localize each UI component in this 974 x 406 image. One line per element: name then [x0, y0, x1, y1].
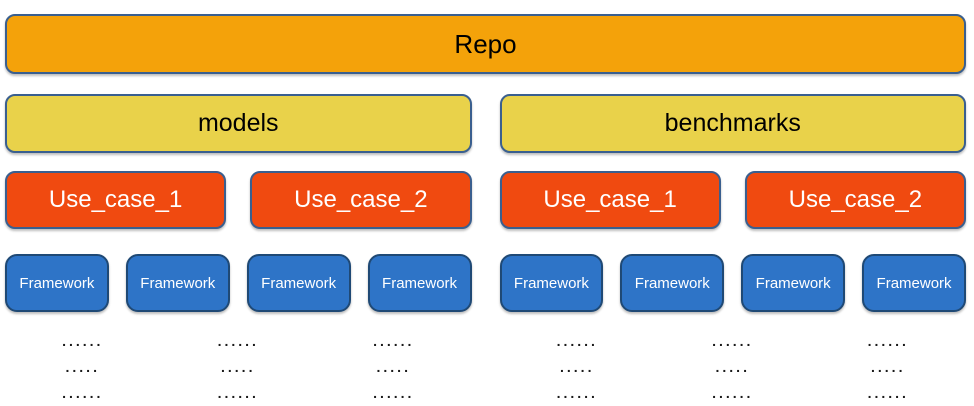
benchmarks-usecase-2-label: Use_case_2: [788, 186, 923, 213]
benchmarks-usecase-1-node: Use_case_1: [499, 171, 721, 229]
models-node-label: models: [197, 109, 279, 137]
repo-node-label: Repo: [454, 28, 517, 59]
benchmarks-node-label: benchmarks: [664, 109, 801, 137]
ellipsis-line: .....: [560, 359, 595, 375]
repo-node: Repo: [5, 14, 966, 74]
framework-label: Framework: [513, 274, 589, 292]
ellipsis-line: .....: [871, 359, 906, 375]
ellipsis-column: ...... ..... ......: [161, 328, 317, 406]
framework-node: Framework: [125, 254, 230, 312]
ellipsis-line: ......: [712, 385, 754, 401]
framework-node: Framework: [367, 254, 472, 312]
framework-label: Framework: [876, 274, 952, 292]
framework-label: Framework: [382, 274, 458, 292]
branches-container: models Use_case_1 Use_case_2 Framework F…: [5, 94, 966, 406]
ellipsis-line: .....: [715, 359, 750, 375]
framework-label: Framework: [140, 274, 216, 292]
models-ellipsis-row: ...... ..... ...... ...... ..... ...... …: [5, 328, 472, 406]
ellipsis-line: ......: [556, 385, 598, 401]
framework-label: Framework: [19, 274, 95, 292]
benchmarks-usecase-1-label: Use_case_1: [543, 186, 677, 213]
models-usecase-1-label: Use_case_1: [48, 186, 183, 213]
ellipsis-line: ......: [62, 385, 104, 401]
ellipsis-line: ......: [62, 333, 104, 349]
ellipsis-line: ......: [867, 333, 909, 349]
benchmarks-usecase-row: Use_case_1 Use_case_2: [499, 171, 966, 229]
ellipsis-line: .....: [65, 359, 100, 375]
branch-models: models Use_case_1 Use_case_2 Framework F…: [5, 94, 472, 406]
ellipsis-line: .....: [221, 359, 256, 375]
ellipsis-line: .....: [376, 359, 411, 375]
ellipsis-line: ......: [867, 385, 909, 401]
ellipsis-line: ......: [217, 385, 259, 401]
ellipsis-line: ......: [712, 333, 754, 349]
framework-node: Framework: [5, 254, 109, 312]
benchmarks-framework-row: Framework Framework Framework Framework: [499, 254, 966, 312]
ellipsis-column: ...... ..... ......: [811, 328, 967, 406]
ellipsis-column: ...... ..... ......: [316, 328, 472, 406]
framework-label: Framework: [634, 274, 710, 292]
ellipsis-line: ......: [217, 333, 259, 349]
framework-label: Framework: [755, 274, 831, 292]
ellipsis-line: ......: [556, 333, 598, 349]
ellipsis-column: ...... ..... ......: [500, 328, 656, 406]
branch-benchmarks: benchmarks Use_case_1 Use_case_2 Framewo…: [499, 94, 967, 406]
benchmarks-usecase-2-node: Use_case_2: [744, 171, 966, 229]
ellipsis-column: ...... ..... ......: [655, 328, 811, 406]
ellipsis-line: ......: [373, 333, 415, 349]
models-node: models: [5, 94, 472, 153]
framework-node: Framework: [862, 254, 966, 312]
ellipsis-column: ...... ..... ......: [5, 328, 161, 406]
ellipsis-line: ......: [373, 385, 415, 401]
framework-node: Framework: [620, 254, 725, 312]
models-framework-row: Framework Framework Framework Framework: [5, 254, 472, 312]
models-usecase-2-label: Use_case_2: [294, 186, 428, 213]
framework-node: Framework: [499, 254, 604, 312]
framework-node: Framework: [741, 254, 846, 312]
framework-label: Framework: [261, 274, 337, 292]
benchmarks-ellipsis-row: ...... ..... ...... ...... ..... ...... …: [500, 328, 967, 406]
models-usecase-1-node: Use_case_1: [5, 171, 227, 229]
benchmarks-node: benchmarks: [499, 94, 966, 153]
framework-node: Framework: [246, 254, 351, 312]
models-usecase-row: Use_case_1 Use_case_2: [5, 171, 472, 229]
models-usecase-2-node: Use_case_2: [250, 171, 472, 229]
